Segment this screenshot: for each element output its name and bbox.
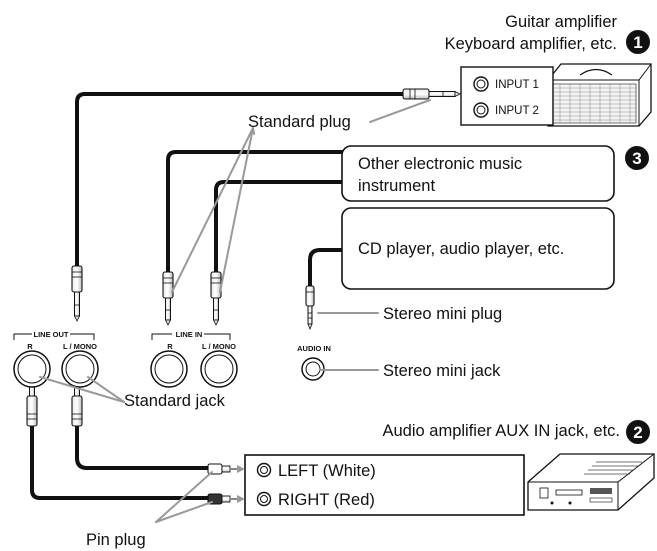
line-in-r-label: R [167, 342, 173, 351]
right-red-label: RIGHT (Red) [278, 491, 375, 509]
cable-pin-right [30, 423, 212, 500]
cable-amp [75, 92, 407, 270]
left-white-label: LEFT (White) [278, 462, 376, 480]
pin-plug-red [207, 493, 245, 505]
line-in-l-label: L / MONO [202, 342, 236, 351]
badge-1-number: 1 [633, 33, 642, 52]
leader-lines [39, 99, 431, 523]
cd-player-box [341, 207, 615, 290]
other-instrument-line2: instrument [358, 177, 435, 195]
line-out-section: LINE OUT R L / MONO [13, 330, 99, 388]
stereo-mini-plug-label: Stereo mini plug [383, 305, 502, 323]
badge-3: 3 [625, 146, 649, 170]
line-in-r-jack [150, 350, 188, 388]
amplifier-title-line2: Keyboard amplifier, etc. [445, 35, 617, 53]
input1-label: INPUT 1 [495, 79, 539, 91]
audio-amplifier-group: Audio amplifier AUX IN jack, etc. 2 [244, 420, 655, 516]
guitar-amplifier-group: Guitar amplifier Keyboard amplifier, etc… [445, 13, 652, 127]
standard-plug-line-in-l [210, 271, 222, 326]
cd-player-group: CD player, audio player, etc. [341, 207, 615, 290]
standard-jack-label: Standard jack [124, 392, 226, 410]
cable-instrument-r [166, 150, 344, 277]
input1-jack [473, 76, 489, 92]
stereo-mini-plug [305, 285, 315, 331]
cd-player-label: CD player, audio player, etc. [358, 240, 564, 258]
audio-in-section: AUDIO IN [297, 344, 331, 381]
amplifier-device [547, 63, 652, 127]
standard-plug-amp [402, 88, 461, 100]
input2-label: INPUT 2 [495, 105, 539, 117]
standard-plug-label: Standard plug [248, 113, 351, 131]
other-instrument-box [341, 145, 615, 202]
pin-plug-white [207, 463, 245, 475]
stereo-mini-jack-label: Stereo mini jack [383, 362, 501, 380]
cable-instrument-l [214, 180, 344, 277]
audio-in-label: AUDIO IN [297, 344, 331, 353]
other-instrument-group: Other electronic music instrument 3 [341, 145, 649, 202]
badge-2: 2 [626, 420, 650, 444]
line-out-l-jack [61, 350, 99, 388]
line-out-r-jack [13, 350, 51, 388]
badge-2-number: 2 [633, 423, 642, 442]
aux-in-box [244, 454, 525, 516]
badge-3-number: 3 [632, 149, 641, 168]
left-white-jack [256, 462, 272, 478]
cables [30, 92, 407, 500]
badge-1: 1 [626, 30, 650, 54]
cable-cd [308, 248, 344, 290]
input2-jack [473, 102, 489, 118]
amplifier-title-line1: Guitar amplifier [505, 13, 617, 31]
line-out-label: LINE OUT [34, 330, 69, 339]
line-in-l-jack [200, 350, 238, 388]
cable-pin-left [75, 423, 212, 470]
standard-plug-line-out [71, 265, 83, 322]
line-out-l-label: L / MONO [63, 342, 97, 351]
audio-amp-device [527, 453, 655, 511]
line-in-label: LINE IN [176, 330, 203, 339]
right-red-jack [256, 491, 272, 507]
other-instrument-line1: Other electronic music [358, 155, 522, 173]
line-in-section: LINE IN R L / MONO [150, 330, 238, 388]
audio-amp-title: Audio amplifier AUX IN jack, etc. [382, 422, 620, 440]
pin-plug-label: Pin plug [86, 531, 146, 549]
standard-plug-line-in-r [162, 271, 174, 326]
line-out-r-label: R [27, 342, 33, 351]
